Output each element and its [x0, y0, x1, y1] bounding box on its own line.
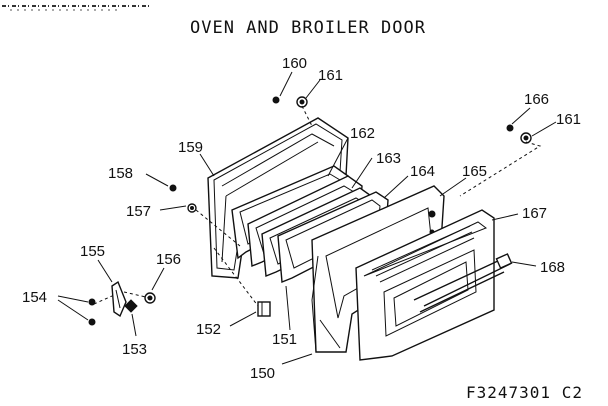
callout-161-right: 161 [556, 111, 581, 128]
callout-157: 157 [126, 203, 151, 220]
figure-code: F3247301 C2 [466, 383, 583, 402]
callout-164: 164 [410, 163, 435, 180]
parts-160-161-screws [272, 96, 308, 108]
callout-154: 154 [22, 289, 47, 306]
callout-158: 158 [108, 165, 133, 182]
callout-152: 152 [196, 321, 221, 338]
callout-159: 159 [178, 139, 203, 156]
callout-166: 166 [524, 91, 549, 108]
scan-artifact [2, 5, 150, 11]
callout-155: 155 [80, 243, 105, 260]
diagram-title: OVEN AND BROILER DOOR [190, 18, 426, 38]
parts-157-158-screws [169, 184, 197, 213]
callout-161-left: 161 [318, 67, 343, 84]
callout-156: 156 [156, 251, 181, 268]
part-167-outer-door [355, 209, 495, 361]
callout-labels: 160 161 159 158 157 162 163 164 165 166 … [22, 55, 581, 382]
part-152-clip [257, 301, 271, 317]
callout-160: 160 [282, 55, 307, 72]
parts-166-161-screws [506, 124, 532, 144]
assembly-lines [93, 105, 542, 307]
callout-168: 168 [540, 259, 565, 276]
part-154-screws [88, 298, 96, 326]
leader-lines [57, 71, 557, 365]
callout-151: 151 [272, 331, 297, 348]
part-168-door-handle [413, 253, 513, 313]
callout-167: 167 [522, 205, 547, 222]
part-153-spring [124, 299, 138, 313]
callout-162: 162 [350, 125, 375, 142]
callout-150: 150 [250, 365, 275, 382]
callout-163: 163 [376, 150, 401, 167]
callout-165: 165 [462, 163, 487, 180]
part-155-hinge [111, 280, 127, 318]
callout-153: 153 [122, 341, 147, 358]
